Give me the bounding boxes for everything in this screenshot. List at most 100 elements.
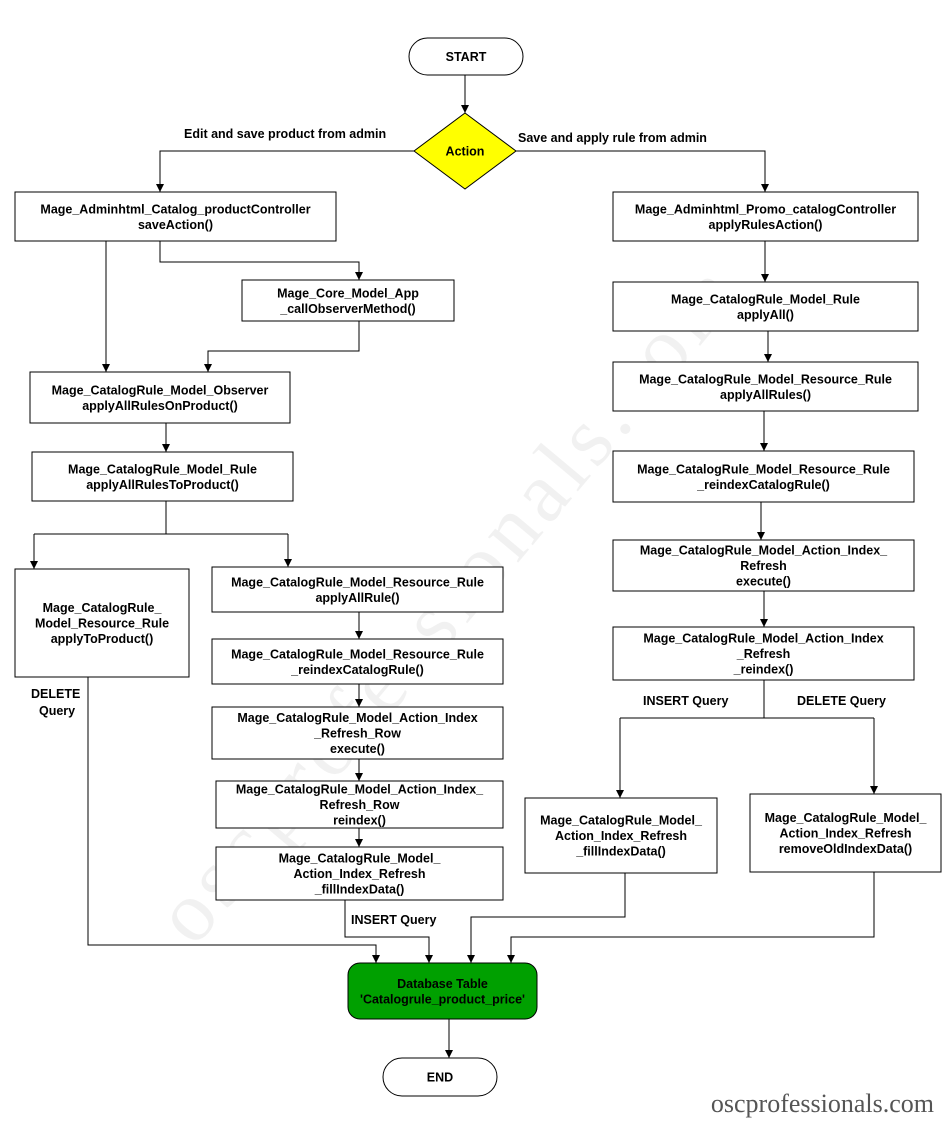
rule-apply-all-box-line-1: Mage_CatalogRule_Model_Rule (671, 292, 860, 306)
left-resource-reindex-box-line-1: Mage_CatalogRule_Model_Resource_Rule (231, 647, 484, 661)
left-fill-index-data-box-line-1: Mage_CatalogRule_Model_ (279, 852, 442, 866)
left-branch-label: Edit and save product from admin (184, 127, 386, 141)
refresh-row-execute-box-line-1: Mage_CatalogRule_Model_Action_Index (237, 711, 477, 725)
product-controller-box-line-2: saveAction() (138, 218, 213, 232)
resource-apply-all-rule-box-line-2: applyAllRule() (315, 591, 399, 605)
right-resource-reindex-box-shape (612, 450, 915, 503)
left-insert-query-label: INSERT Query (351, 913, 436, 927)
refresh-execute-box: Mage_CatalogRule_Model_Action_Index_Refr… (612, 539, 915, 592)
core-app-box-line-2: _callObserverMethod() (279, 302, 415, 316)
resource-apply-to-product-box-shape (14, 568, 190, 678)
refresh-row-reindex-box-line-3: reindex() (333, 814, 386, 828)
resource-apply-to-product-box-line-3: applyToProduct() (51, 632, 154, 646)
resource-apply-all-rules-box-line-2: applyAllRules() (720, 388, 811, 402)
resource-apply-all-rules-box: Mage_CatalogRule_Model_Resource_Ruleappl… (612, 361, 919, 412)
database-table-node-shape (347, 962, 538, 1020)
core-app-box-shape (241, 279, 455, 322)
database-table-node: Database Table'Catalogrule_product_price… (347, 962, 538, 1020)
refresh-reindex-box-line-3: _reindex() (733, 663, 794, 677)
promo-controller-box: Mage_Adminhtml_Promo_catalogControllerap… (612, 191, 919, 242)
product-controller-box: Mage_Adminhtml_Catalog_productController… (14, 191, 337, 242)
resource-apply-all-rule-box-shape (211, 566, 504, 613)
start-terminal-shape (408, 37, 524, 76)
end-terminal-line-1: END (427, 1071, 453, 1085)
right-resource-reindex-box: Mage_CatalogRule_Model_Resource_Rule _rei… (612, 450, 915, 503)
resource-apply-to-product-box-line-2: Model_Resource_Rule (35, 617, 169, 631)
left-fill-index-data-box: Mage_CatalogRule_Model_Action_Index_Refr… (215, 846, 504, 901)
action-decision-line-1: Action (446, 145, 485, 159)
action-decision: Action (413, 112, 517, 190)
left-resource-reindex-box-line-2: _reindexCatalogRule() (290, 663, 424, 677)
refresh-reindex-box-shape (612, 626, 915, 681)
remove-old-index-data-box-shape (749, 793, 942, 873)
rule-apply-all-box-shape (612, 281, 919, 332)
start-terminal-line-1: START (446, 50, 487, 64)
right-fill-index-data-box-shape (524, 797, 718, 874)
refresh-execute-box-line-3: execute() (736, 575, 791, 589)
refresh-execute-box-line-2: Refresh (740, 559, 787, 573)
refresh-row-execute-box: Mage_CatalogRule_Model_Action_Index_Refr… (211, 706, 504, 760)
right-resource-reindex-box-line-2: _reindexCatalogRule() (696, 478, 830, 492)
resource-apply-to-product-box: Mage_CatalogRule_ Model_Resource_Ruleappl… (14, 568, 190, 678)
database-table-node-line-1: Database Table (397, 977, 488, 991)
refresh-row-reindex-box-shape (215, 780, 504, 829)
right-fill-index-data-box-line-3: _fillIndexData() (575, 845, 666, 859)
remove-old-index-data-box-line-3: removeOldIndexData() (779, 842, 912, 856)
product-controller-to-core-app-connector (159, 241, 363, 280)
right-fill-index-data-box: Mage_CatalogRule_Model_Action_Index_Refr… (524, 797, 718, 874)
core-app-box: Mage_Core_Model_App _callObserverMethod() (241, 279, 455, 322)
left-fill-index-data-box-line-2: Action_Index_Refresh (294, 867, 426, 881)
observer-box-shape (29, 371, 291, 424)
refresh-row-reindex-box-line-2: Refresh_Row (320, 798, 400, 812)
remove-old-index-data-box-line-2: Action_Index_Refresh (780, 827, 912, 841)
refresh-reindex-box-line-2: _Refresh (736, 647, 791, 661)
end-terminal: END (382, 1057, 498, 1097)
end-terminal-shape (382, 1057, 498, 1097)
refresh-row-reindex-box: Mage_CatalogRule_Model_Action_Index_Refr… (215, 780, 504, 829)
rule-apply-to-product-box-shape (31, 451, 294, 502)
rule-apply-all-box: Mage_CatalogRule_Model_Rule applyAll() (612, 281, 919, 332)
action-decision-shape (413, 112, 517, 190)
resource-apply-to-product-box-line-1: Mage_CatalogRule_ (43, 601, 163, 615)
right-delete-query-label: DELETE Query (797, 694, 886, 708)
refresh-execute-box-line-1: Mage_CatalogRule_Model_Action_Index_ (640, 544, 888, 558)
resource-apply-all-rules-box-shape (612, 361, 919, 412)
right-fill-to-database-connector (467, 873, 626, 963)
refresh-row-execute-box-line-3: execute() (330, 742, 385, 756)
rule-apply-all-box-line-2: applyAll() (737, 308, 794, 322)
promo-controller-box-line-1: Mage_Adminhtml_Promo_catalogController (635, 202, 896, 216)
core-app-to-observer-connector (204, 321, 360, 372)
left-resource-reindex-box: Mage_CatalogRule_Model_Resource_Rule _rei… (211, 638, 504, 685)
left-fill-index-data-box-line-3: _fillIndexData() (314, 883, 405, 897)
left-fill-index-data-box-shape (215, 846, 504, 901)
right-branch-label: Save and apply rule from admin (518, 131, 707, 145)
rule-apply-to-product-box-line-2: applyAllRulesToProduct() (86, 478, 239, 492)
right-resource-reindex-box-line-1: Mage_CatalogRule_Model_Resource_Rule (637, 462, 890, 476)
decision-to-product-controller-connector (156, 150, 414, 192)
refresh-reindex-box-line-1: Mage_CatalogRule_Model_Action_Index (643, 632, 883, 646)
observer-box-line-1: Mage_CatalogRule_Model_Observer (52, 383, 269, 397)
promo-controller-box-shape (612, 191, 919, 242)
product-controller-box-line-1: Mage_Adminhtml_Catalog_productController (40, 202, 310, 216)
remove-old-to-database-connector (507, 872, 875, 963)
resource-apply-all-rules-box-line-1: Mage_CatalogRule_Model_Resource_Rule (639, 372, 892, 386)
observer-box: Mage_CatalogRule_Model_ObserverapplyAllR… (29, 371, 291, 424)
nodes: START ActionMage_Adminhtml_Catalog_produc… (14, 37, 942, 1097)
rule-apply-to-product-box: Mage_CatalogRule_Model_RuleapplyAllRules… (31, 451, 294, 502)
start-terminal: START (408, 37, 524, 76)
left-delete-query-label-2: Query (39, 704, 75, 718)
promo-controller-box-line-2: applyRulesAction() (709, 218, 823, 232)
left-fill-to-database-connector (344, 900, 433, 963)
refresh-row-reindex-box-line-1: Mage_CatalogRule_Model_Action_Index_ (236, 783, 484, 797)
product-controller-box-shape (14, 191, 337, 242)
refresh-execute-box-shape (612, 539, 915, 592)
resource-apply-all-rule-box-line-1: Mage_CatalogRule_Model_Resource_Rule (231, 575, 484, 589)
left-delete-query-label-1: DELETE (31, 687, 80, 701)
refresh-row-execute-box-shape (211, 706, 504, 760)
decision-to-promo-controller-connector (516, 150, 769, 192)
apply-to-product-to-database-connector (87, 677, 380, 963)
core-app-box-line-1: Mage_Core_Model_App (277, 286, 419, 300)
remove-old-index-data-box-line-1: Mage_CatalogRule_Model_ (765, 811, 928, 825)
left-resource-reindex-box-shape (211, 638, 504, 685)
